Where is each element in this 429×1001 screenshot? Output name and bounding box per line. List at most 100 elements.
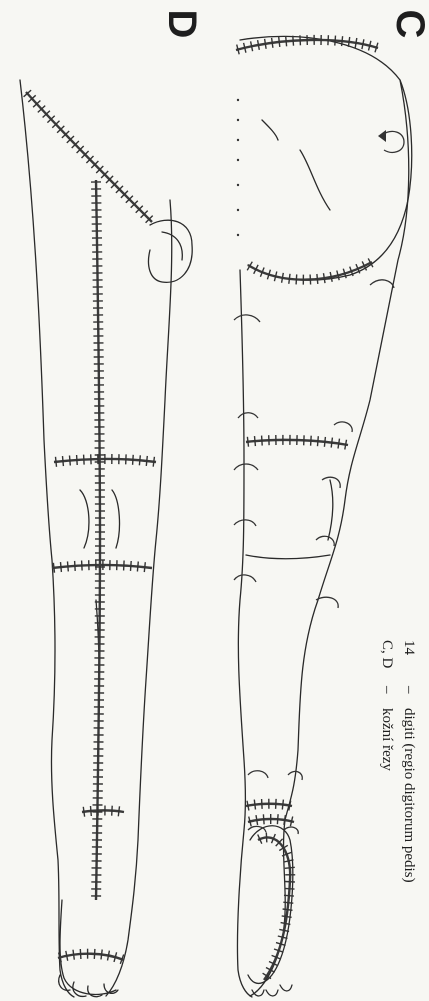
suture-stitch	[146, 456, 147, 466]
suture-stitch	[289, 274, 290, 284]
incision-d-anterior-midline	[96, 180, 100, 900]
suture-stitch	[68, 561, 69, 571]
foot-d-contour	[60, 900, 116, 994]
suture-stitch	[258, 40, 260, 50]
suture-stitch	[328, 35, 329, 45]
suture-stitch	[53, 563, 54, 573]
legend-dash: –	[376, 686, 398, 708]
figure-label-c: C	[386, 4, 429, 44]
suture-stitch	[137, 562, 138, 572]
suture-stitches	[56, 454, 155, 467]
suture-stitch	[265, 39, 267, 49]
dotted-midline	[237, 99, 239, 236]
rotation-arrow	[234, 520, 256, 526]
suture-stitch	[133, 455, 134, 465]
toe-outlines-d	[59, 975, 118, 997]
rotation-arrow	[248, 771, 268, 778]
suture-stitch	[348, 37, 349, 47]
leg-c-outline-inner	[237, 270, 252, 997]
suture-stitch	[282, 800, 283, 810]
suture-stitch	[73, 950, 74, 960]
rotation-arrow	[316, 536, 334, 546]
legend-text: digiti (regio digitorum pedis)	[398, 708, 420, 883]
incision-d-inguinal	[26, 92, 152, 222]
suture-stitch	[272, 38, 273, 48]
suture-stitch	[285, 888, 295, 889]
suture-stitch	[324, 273, 326, 283]
suture-stitches	[258, 832, 296, 978]
heel-contour	[248, 826, 293, 984]
popliteal-line	[246, 555, 330, 559]
figure-d-leg	[20, 80, 192, 997]
suture-stitch	[289, 801, 291, 811]
suture-stitch	[310, 275, 311, 285]
suture-stitch	[101, 950, 102, 960]
suture-stitch	[300, 35, 301, 45]
rotation-arrow	[370, 280, 394, 288]
suture-stitch	[263, 814, 264, 824]
suture-stitch	[355, 38, 357, 48]
suture-stitch	[139, 455, 140, 465]
suture-stitch	[63, 456, 64, 466]
suture-stitch	[56, 457, 57, 467]
suture-stitch	[84, 455, 85, 465]
patella-contour	[80, 490, 89, 548]
genital-outline	[149, 220, 193, 282]
legend: 14 – digiti (regio digitorum pedis) C, D…	[360, 640, 420, 960]
gluteal-crease	[300, 150, 330, 210]
suture-stitch	[282, 273, 284, 283]
suture-stitch	[91, 806, 92, 816]
knee-contour	[328, 480, 333, 540]
suture-stitch	[124, 561, 125, 571]
suture-stitch	[75, 561, 76, 571]
suture-stitch	[317, 274, 318, 284]
suture-stitch	[247, 437, 248, 447]
suture-stitch	[283, 902, 293, 903]
rotation-arrow	[238, 413, 258, 418]
suture-stitch	[153, 457, 154, 467]
legend-key: 14	[398, 640, 420, 686]
suture-stitch	[342, 36, 343, 46]
legend-key: C, D	[376, 640, 398, 686]
suture-stitch	[247, 801, 249, 811]
suture-stitch	[285, 867, 295, 868]
rotation-arrow	[234, 315, 260, 322]
rotation-arrow	[316, 597, 338, 608]
suture-stitches	[247, 435, 346, 450]
suture-stitch	[61, 562, 62, 572]
suture-stitch	[254, 800, 255, 810]
suture-stitch	[362, 39, 364, 49]
leg-d-outline-outer	[106, 200, 172, 996]
arrowhead	[378, 130, 386, 142]
suture-stitch	[94, 949, 95, 959]
suture-stitch	[338, 439, 340, 449]
suture-stitch	[131, 561, 132, 571]
suture-stitch	[256, 815, 258, 825]
suture-stitch	[324, 437, 325, 447]
suture-stitch	[277, 814, 278, 824]
rotation-arrow	[234, 464, 258, 470]
suture-stitch	[262, 436, 263, 446]
suture-stitch	[335, 36, 336, 46]
suture-stitch	[66, 951, 68, 961]
rotation-arrow	[334, 422, 352, 432]
legend-row: C, D – kožní řezy	[376, 640, 398, 960]
legend-dash: –	[398, 686, 420, 708]
suture-stitch	[77, 455, 78, 465]
gluteal-fold	[262, 120, 278, 140]
suture-stitch	[284, 895, 294, 896]
suture-stitch	[286, 36, 287, 46]
figure-label-d: D	[158, 4, 202, 44]
suture-stitch	[318, 436, 319, 446]
leg-d-outline-inner	[20, 80, 74, 997]
legend-row: 14 – digiti (regio digitorum pedis)	[398, 640, 420, 960]
suture-stitch	[262, 799, 263, 809]
suture-stitch	[118, 806, 119, 816]
suture-stitch	[276, 799, 277, 809]
patella-contour	[112, 490, 119, 548]
suture-stitch	[70, 456, 71, 466]
suture-stitch	[112, 806, 113, 816]
suture-stitch	[251, 41, 253, 51]
suture-stitch	[296, 274, 297, 284]
suture-stitch	[83, 807, 84, 817]
